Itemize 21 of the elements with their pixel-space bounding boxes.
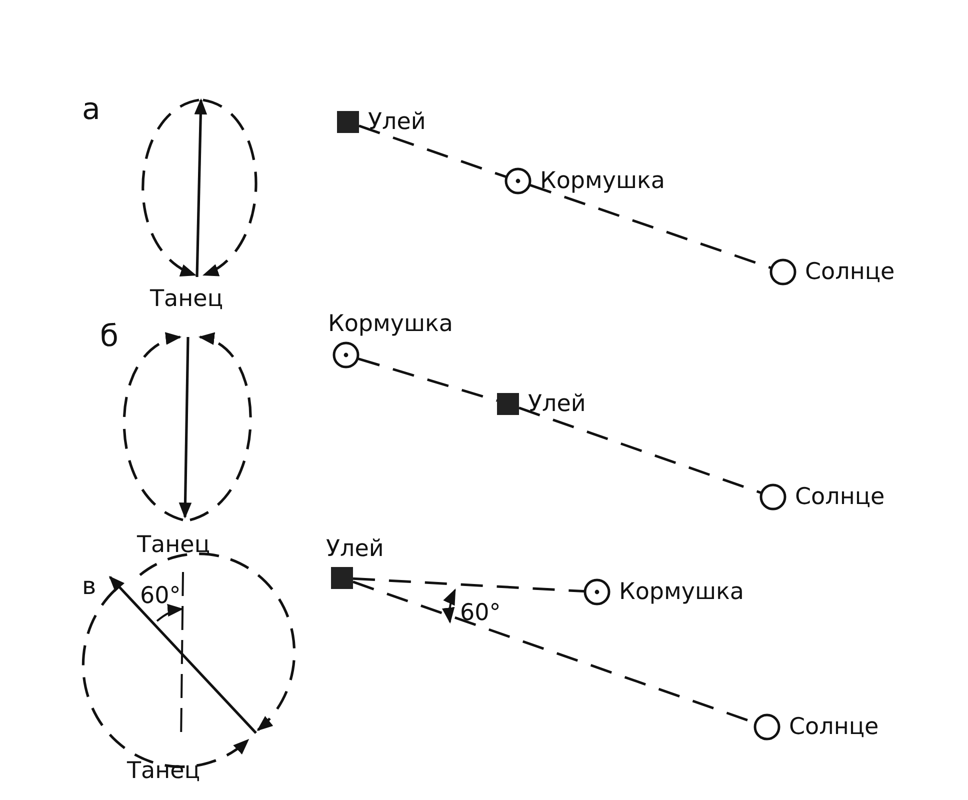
dashed-line	[530, 184, 772, 269]
dashed-line	[358, 358, 498, 402]
panel-letter: в	[82, 574, 96, 598]
angle-label: 60°	[140, 585, 181, 608]
panel-letter: а	[82, 95, 100, 125]
place-label: Солнце	[805, 259, 895, 285]
dashed-line	[352, 577, 584, 593]
place-label: Солнце	[795, 484, 885, 510]
dance-caption: Танец	[150, 288, 223, 311]
angle-label: 60°	[460, 602, 501, 625]
place-label: Кормушка	[328, 311, 453, 337]
dashed-line	[518, 406, 762, 494]
place-label: Улей	[528, 391, 586, 417]
place-label: Улей	[368, 109, 426, 135]
place-label: Кормушка	[619, 579, 744, 605]
dance-caption: Танец	[137, 534, 210, 557]
panel-letter: б	[100, 322, 119, 352]
place-label: Улей	[326, 536, 384, 562]
place-label: Кормушка	[540, 168, 665, 194]
place-label: Солнце	[789, 714, 879, 740]
dashed-line	[358, 124, 506, 178]
